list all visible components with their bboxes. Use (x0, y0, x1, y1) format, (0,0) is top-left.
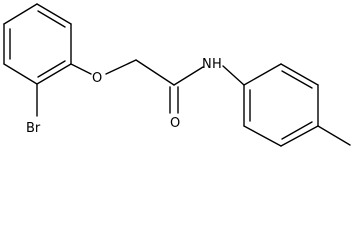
amide-hydrogen-label: H (212, 57, 222, 72)
bromine-label: Br (26, 121, 41, 136)
ring2-bond (280, 125, 319, 147)
n-ring-bond (222, 65, 245, 86)
ether-oxygen-label: O (92, 71, 102, 86)
ring1-bond (3, 3, 38, 25)
bromophenyl-ring (3, 3, 72, 85)
co-n-bond (173, 66, 204, 86)
molecule-structure-diagram: Br O O N H (3, 3, 351, 147)
ring1-bond (36, 63, 72, 85)
ring2-bond (280, 63, 319, 86)
o-ch2-bond (105, 59, 137, 75)
ring1-bond (36, 3, 72, 25)
ring2-bond (243, 125, 282, 147)
ring1-bond (3, 63, 38, 85)
ring-o-bond (70, 63, 92, 75)
ring2-double-bond (281, 121, 313, 140)
ring2-bond (243, 63, 282, 86)
tolyl-ring (243, 63, 319, 147)
ring2-double-bond (281, 70, 313, 89)
amide-nitrogen-label: N (202, 57, 212, 72)
ch2-co-bond (135, 59, 175, 86)
methyl-bond (317, 125, 351, 146)
carbonyl-oxygen-label: O (170, 116, 180, 131)
ring1-double-bond (37, 60, 66, 78)
ring1-double-bond (37, 10, 66, 28)
